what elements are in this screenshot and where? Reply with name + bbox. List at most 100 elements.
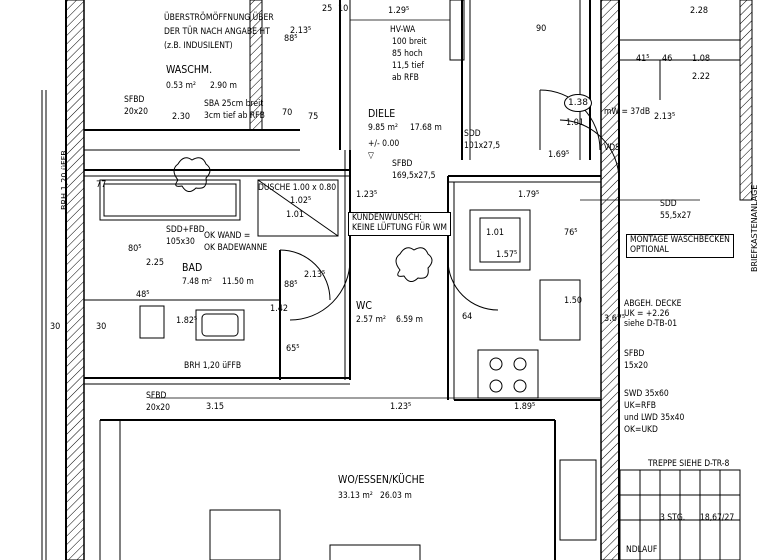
dim-25: 25 [322, 4, 333, 14]
dim-88a: 88⁵ [284, 34, 298, 44]
note-brh-left: BRH 1,20 üFFB [60, 150, 69, 210]
wall-left-hatched [65, 0, 85, 560]
note-montage-1: MONTAGE WASCHBECKEN [630, 235, 730, 245]
note-swd-2: UK=RFB [624, 401, 656, 411]
note-abgeh-2: UK = +2.26 [624, 309, 670, 319]
note-briefkasten: BRIEFKASTENANLAGE [750, 184, 759, 272]
dim-80: 80⁵ [128, 244, 142, 254]
note-kundenwunsch-1: KUNDENWUNSCH: [352, 213, 422, 223]
dim-129: 1.29⁵ [388, 6, 410, 16]
note-sfbd-a-2: 20x20 [124, 107, 148, 117]
dim-10: 10 [338, 4, 349, 14]
note-hvwa-1: HV-WA [390, 25, 416, 35]
dim-64: 64 [462, 312, 473, 322]
dim-88b: 88⁵ [284, 280, 298, 290]
dim-315: 3.15 [206, 402, 225, 412]
dim-108: 1.08 [692, 54, 711, 64]
note-kundenwunsch: KUNDENWUNSCH: KEINE LÜFTUNG FÜR WM [348, 212, 452, 236]
note-abgeh-3: siehe D-TB-01 [624, 319, 678, 329]
note-swd-1: SWD 35x60 [624, 389, 669, 399]
room-diele-name: DIELE [368, 108, 396, 120]
dim-90: 90 [536, 24, 547, 34]
dim-225: 2.25 [146, 258, 165, 268]
note-hvwa-3: 85 hoch [392, 49, 423, 59]
note-sdd-b-2: 55,5x27 [660, 211, 692, 221]
note-sfbd-a-1: SFBD [124, 95, 145, 105]
note-sba-1: SBA 25cm breit [204, 99, 264, 109]
note-swd-4: OK=UKD [624, 425, 658, 435]
dim-30b: 30 [96, 322, 107, 332]
shower [257, 179, 339, 237]
room-bad-name: BAD [182, 262, 203, 274]
bathtub [99, 179, 241, 221]
dim-213b: 2.13⁵ [654, 112, 676, 122]
note-ueberstroem-1: ÜBERSTRÖMÖFFNUNG ÜBER [164, 13, 274, 23]
note-okwand-2: OK BADEWANNE [204, 243, 268, 253]
room-wc-name: WC [356, 300, 372, 312]
dim-77: 77 [96, 180, 107, 190]
dim-101b: 1.01 [286, 210, 305, 220]
room-waschm-perim: 2.90 m [210, 81, 237, 91]
dim-213a: 2.13⁵ [290, 26, 312, 36]
dim-182: 1.82⁵ [176, 316, 198, 326]
note-sfbd-d-1: SFBD [146, 391, 167, 401]
level-marker-icon: ▽ [368, 151, 374, 161]
wall-far-right [739, 0, 753, 201]
dim-228: 2.28 [690, 6, 709, 16]
vds-label: VDS [604, 143, 620, 153]
room-bad-area: 7.48 m² [182, 277, 212, 287]
note-sfbd-b-1: SFBD [392, 159, 413, 169]
stove [477, 349, 539, 399]
note-montage-2: OPTIONAL [630, 244, 669, 255]
note-montage: MONTAGE WASCHBECKEN OPTIONAL [626, 234, 734, 258]
note-treppe: TREPPE SIEHE D-TR-8 [648, 459, 730, 469]
dim-189: 1.89⁵ [514, 402, 536, 412]
dim-123a: 1.23⁵ [356, 190, 378, 200]
dim-150: 1.50 [564, 296, 583, 306]
room-wohnen-name: WO/ESSEN/KÜCHE [338, 474, 425, 486]
room-waschm-area: 0.53 m² [166, 81, 196, 91]
note-hvwa-2: 100 breit [392, 37, 427, 47]
kitchen-table [209, 509, 281, 560]
note-sfbd-c-2: 15x20 [624, 361, 648, 371]
room-waschm-name: WASCHM. [166, 64, 213, 76]
dim-48: 48⁵ [136, 290, 150, 300]
dim-75: 75 [308, 112, 319, 122]
dim-142: 1.42 [270, 304, 289, 314]
dim-179: 1.79⁵ [518, 190, 540, 200]
room-wohnen-area: 33.13 m² [338, 491, 373, 501]
note-hvwa-4: 11,5 tief [392, 61, 424, 71]
wall-right-hatched [600, 0, 620, 560]
room-diele-area: 9.85 m² [368, 123, 398, 133]
dim-213c: 2.13⁵ [304, 270, 326, 280]
dim-101a: 1.01 [566, 118, 585, 128]
note-stg-dim: 18,67/27 [700, 513, 735, 523]
dim-169: 1.69⁵ [548, 150, 570, 160]
note-hvwa-5: ab RFB [392, 73, 419, 83]
note-sdd-a-1: SDD [464, 129, 481, 139]
note-sba-2: 3cm tief ab RFB [204, 111, 265, 121]
dim-41: 41⁵ [636, 54, 650, 64]
note-abgeh-1: ABGEH. DECKE [624, 299, 682, 309]
dim-222: 2.22 [692, 72, 711, 82]
note-ueberstroem-2: DER TÜR NACH ANGABE HT [164, 27, 270, 37]
note-sfbd-b-2: 169,5x27,5 [392, 171, 436, 181]
dim-76: 76⁵ [564, 228, 578, 238]
note-ndlauf: NDLAUF [626, 545, 658, 555]
note-swd-3: und LWD 35x40 [624, 413, 685, 423]
note-sdd-b-1: SDD [660, 199, 677, 209]
sink-bad [195, 309, 245, 341]
note-ueberstroem-3: (z.B. INDUSILENT) [164, 41, 233, 51]
note-sdd-fbd-1: SDD+FBD [166, 225, 205, 235]
note-kundenwunsch-2: KEINE LÜFTUNG FÜR WM [352, 222, 448, 233]
note-sdd-fbd-2: 105x30 [166, 237, 195, 247]
circle-marker: 1.38 [564, 94, 592, 112]
dim-65: 65⁵ [286, 344, 300, 354]
note-brh-bad: BRH 1,20 üFFB [184, 361, 242, 371]
dim-101c: 1.01 [486, 228, 505, 238]
room-diele-level: +/- 0.00 [368, 139, 400, 149]
note-sfbd-c-1: SFBD [624, 349, 645, 359]
dim-102: 1.02⁵ [290, 196, 312, 206]
note-stg: 3 STG. [660, 513, 686, 523]
